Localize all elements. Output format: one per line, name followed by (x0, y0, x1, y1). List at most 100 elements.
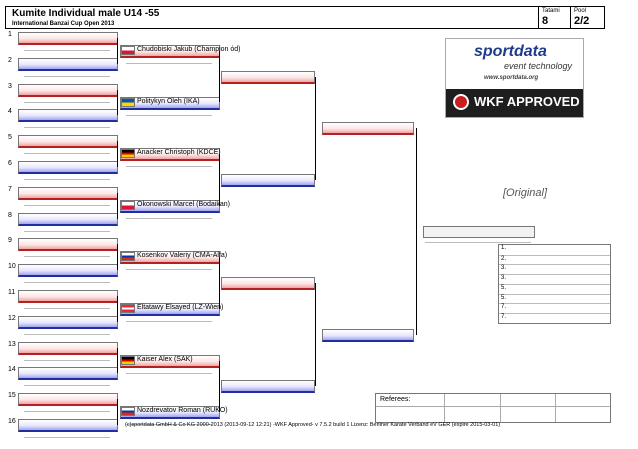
bracket-connector (219, 50, 220, 103)
competitor-name: Kosenkov Valeriy (CMA-Alfa) (137, 252, 228, 260)
aka-slot[interactable] (18, 290, 118, 303)
placing-row: 3. (499, 274, 610, 284)
ao-slot[interactable] (18, 161, 118, 174)
position-number: 16 (8, 418, 16, 425)
competitor-name: Chudobiski Jakub (Champion ód) (137, 45, 241, 53)
pool-label: Pool (574, 8, 587, 14)
wkf-approved-label: WKF APPROVED (474, 94, 580, 109)
at-flag-icon (121, 303, 135, 313)
ao-slot[interactable] (18, 419, 118, 432)
pool-value: 2/2 (574, 15, 590, 27)
placing-rank: 7. (501, 304, 507, 311)
position-number: 14 (8, 366, 16, 374)
placing-row: 7. (499, 312, 610, 323)
placing-row: 5. (499, 283, 610, 294)
category-title: Kumite Individual male U14 -55 (12, 8, 160, 19)
aka-slot[interactable] (18, 341, 118, 355)
name-line (24, 308, 110, 309)
aka-slot[interactable] (18, 238, 118, 252)
bracket-connector (315, 283, 316, 387)
referees-label: Referees: (380, 396, 411, 403)
ao-slot[interactable] (120, 302, 220, 316)
position-number: 9 (8, 237, 12, 245)
name-line (126, 372, 212, 374)
ao-slot[interactable] (18, 315, 118, 329)
placing-row: 5. (499, 293, 610, 304)
bracket-connector (117, 141, 118, 167)
placing-row: 2. (499, 254, 610, 265)
aka-slot[interactable] (322, 122, 414, 136)
ao-slot[interactable] (18, 367, 118, 381)
referee-column-divider (444, 394, 445, 422)
sportdata-logo: sportdata event technology www.sportdata… (445, 38, 584, 118)
ao-slot[interactable] (18, 212, 118, 226)
position-number: 12 (8, 314, 16, 322)
referee-column-divider (555, 394, 556, 422)
position-number: 7 (8, 185, 12, 193)
name-line (24, 411, 110, 413)
ao-slot[interactable] (18, 264, 118, 278)
logo-brand: sportdata (474, 43, 547, 60)
ao-slot[interactable] (120, 96, 220, 110)
winner-slot[interactable] (423, 225, 535, 238)
position-number: 3 (8, 82, 12, 90)
competitor-name: Politykyn Oleh (IKA) (137, 97, 200, 105)
position-number: 8 (8, 211, 12, 219)
bracket-connector (117, 38, 118, 64)
ao-slot[interactable] (322, 328, 414, 342)
bracket-connector (219, 154, 220, 206)
name-line (24, 437, 110, 438)
ao-slot[interactable] (120, 406, 220, 420)
name-line (126, 320, 212, 322)
bracket-connector (219, 257, 220, 309)
bracket-connector (117, 296, 118, 322)
placing-rank: 3. (501, 265, 507, 272)
wkf-approved-badge: WKF APPROVED (446, 89, 583, 117)
ao-slot[interactable] (120, 199, 220, 213)
name-line (24, 359, 110, 361)
placing-rank: 3. (501, 275, 507, 282)
ru-flag-icon (121, 407, 135, 417)
aka-slot[interactable] (221, 277, 315, 291)
ao-slot[interactable] (221, 173, 315, 187)
bracket-connector (117, 89, 118, 116)
aka-slot[interactable] (18, 32, 118, 45)
position-number: 10 (8, 263, 16, 271)
original-label: [Original] (503, 187, 548, 199)
aka-slot[interactable] (18, 135, 118, 149)
de-flag-icon (121, 149, 135, 159)
name-line (126, 217, 212, 219)
pl-flag-icon (121, 45, 135, 55)
name-line (24, 230, 110, 232)
name-line (24, 75, 110, 77)
tatami-value: 8 (542, 15, 549, 27)
name-line (126, 269, 212, 271)
ao-slot[interactable] (18, 109, 118, 123)
placing-row: 7. (499, 303, 610, 313)
name-line (126, 424, 212, 426)
aka-slot[interactable] (18, 83, 118, 97)
bracket-connector (219, 360, 220, 413)
winner-line (425, 241, 531, 243)
name-line (24, 50, 110, 51)
pl-flag-icon (121, 200, 135, 210)
position-number: 6 (8, 160, 12, 167)
logo-tagline: event technology (504, 61, 573, 71)
position-number: 11 (8, 289, 16, 296)
placing-rank: 7. (501, 313, 507, 320)
aka-slot[interactable] (18, 393, 118, 407)
name-line (24, 333, 110, 335)
aka-slot[interactable] (18, 186, 118, 200)
ua-flag-icon (121, 97, 135, 107)
ao-slot[interactable] (221, 380, 315, 394)
name-line (126, 114, 212, 116)
bracket-connector (315, 76, 316, 180)
ao-slot[interactable] (18, 57, 118, 71)
ru-flag-icon (121, 252, 135, 262)
aka-slot[interactable] (221, 70, 315, 84)
position-number: 5 (8, 134, 12, 142)
referees-box: Referees: (375, 393, 611, 423)
bracket-connector (117, 192, 118, 219)
tournament-name: International Banzai Cup Open 2013 (12, 21, 115, 27)
name-line (126, 62, 212, 64)
